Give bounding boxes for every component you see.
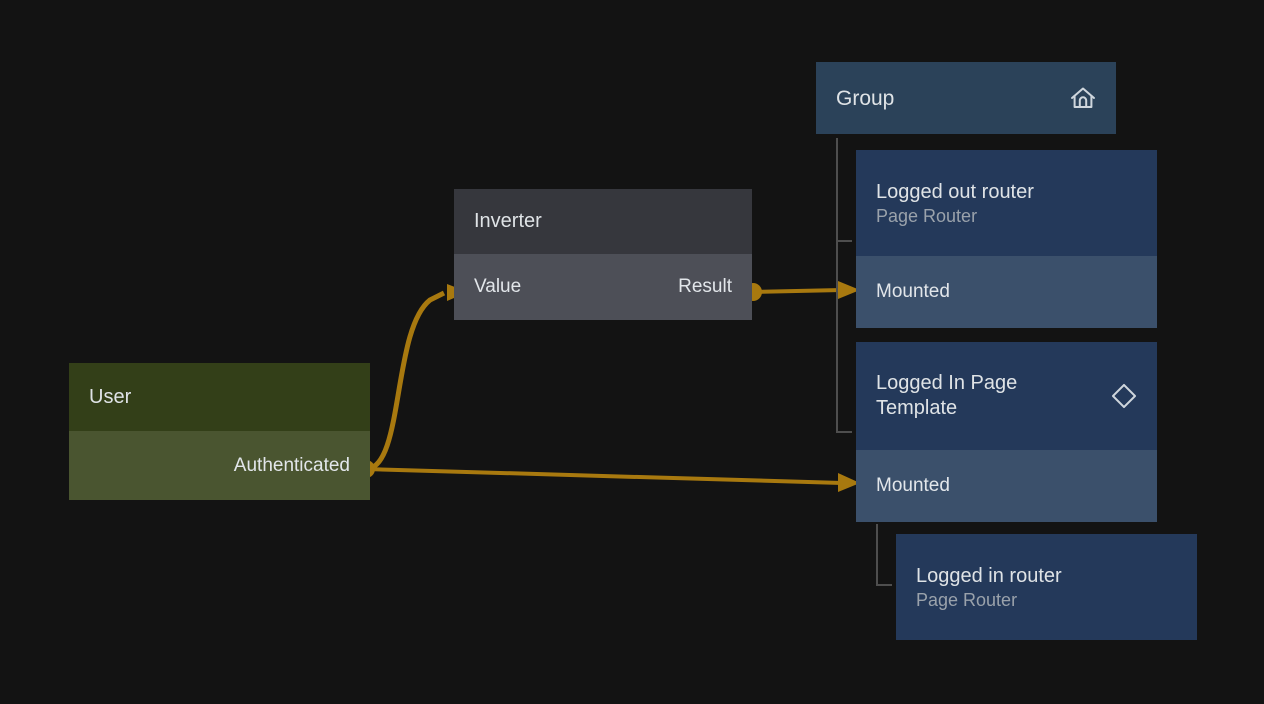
group-tree-branch-logged-out [836,240,852,242]
node-group-title: Group [836,86,895,110]
node-inverter-output-result-label: Result [678,276,732,297]
node-inverter[interactable]: Inverter Value Result [454,189,752,320]
node-user[interactable]: User Authenticated [69,363,370,500]
node-logged-out-router-title-wrap: Logged out router Page Router [876,180,1034,227]
node-inverter-input-value-label: Value [474,276,522,297]
node-logged-in-page-template-title-wrap: Logged In Page Template [876,371,1017,421]
node-logged-in-page-template-row-mounted[interactable]: Mounted [856,450,1157,522]
node-logged-out-router-mounted-label: Mounted [876,281,950,302]
node-user-output-authenticated-label: Authenticated [233,454,350,476]
node-logged-in-page-template[interactable]: Logged In Page Template Mounted [856,342,1157,522]
node-logged-out-router-header[interactable]: Logged out router Page Router [856,150,1157,256]
node-logged-out-router[interactable]: Logged out router Page Router Mounted [856,150,1157,328]
node-logged-in-page-template-title: Logged In Page Template [876,372,1018,419]
node-user-header[interactable]: User [69,363,370,431]
node-user-title-wrap: User [89,385,131,410]
wire-inverter-to-logged-out-router [752,288,843,294]
node-inverter-title-wrap: Inverter [474,209,542,234]
node-group-title-wrap: Group [836,86,894,111]
node-logged-in-router-subtitle: Page Router [916,589,1018,610]
node-logged-out-router-subtitle: Page Router [876,205,978,226]
node-inverter-header[interactable]: Inverter [454,189,752,254]
template-tree-trunk [876,524,878,586]
node-logged-in-router-header[interactable]: Logged in router Page Router [896,534,1197,640]
node-user-title: User [89,385,132,408]
node-logged-in-router-title-wrap: Logged in router Page Router [916,564,1062,611]
node-group-header[interactable]: Group [816,62,1116,134]
node-logged-out-router-title: Logged out router [876,180,1034,203]
node-group[interactable]: Group [816,62,1116,134]
template-tree-branch-logged-in-router [876,584,892,586]
node-inverter-title: Inverter [474,210,542,232]
node-inverter-row-value-result[interactable]: Value Result [454,254,752,320]
diamond-icon [1109,381,1139,411]
node-logged-out-router-row-mounted[interactable]: Mounted [856,256,1157,328]
node-user-row-authenticated[interactable]: Authenticated [69,431,370,500]
group-tree-branch-logged-in-template [836,431,852,433]
home-icon [1068,84,1098,112]
node-logged-in-router[interactable]: Logged in router Page Router [896,534,1197,640]
node-logged-in-page-template-header[interactable]: Logged In Page Template [856,342,1157,450]
node-logged-in-page-template-mounted-label: Mounted [876,475,950,496]
group-tree-trunk [836,138,838,433]
wire-user-to-inverter [365,290,446,472]
wire-user-to-logged-in-template [365,467,843,485]
node-logged-in-router-title: Logged in router [916,564,1062,587]
